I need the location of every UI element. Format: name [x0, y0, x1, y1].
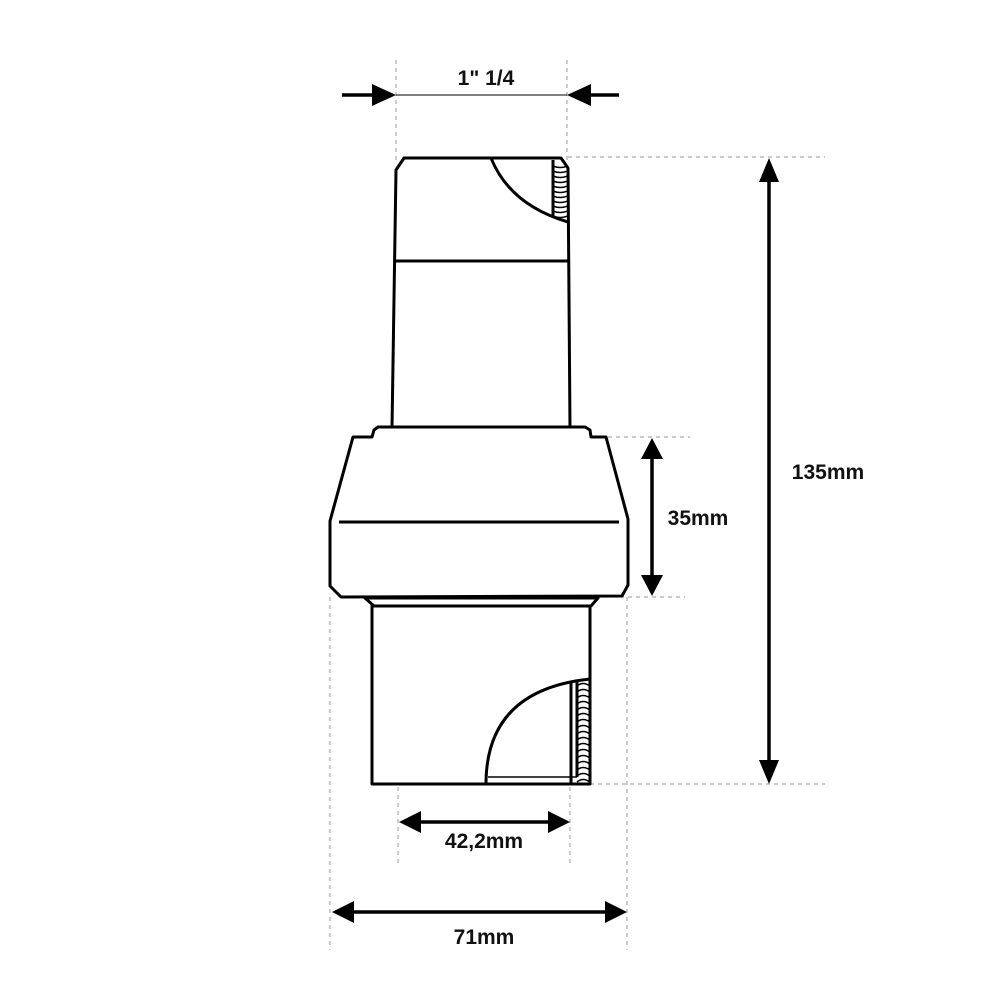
outlet-diameter-label: 42,2mm	[445, 830, 523, 853]
overall-height-label: 135mm	[792, 461, 864, 484]
extension-lines	[329, 60, 825, 950]
dimension-overall-height: 135mm	[759, 158, 864, 784]
body-height-label: 35mm	[668, 507, 729, 530]
upper-nipple	[390, 156, 572, 430]
dimension-body-height: 35mm	[641, 438, 728, 596]
dimension-body-width: 71mm	[332, 901, 627, 949]
lower-socket	[370, 604, 592, 786]
thread-hatching-bottom	[576, 682, 590, 783]
dimension-thread-size: 1" 1/4	[342, 67, 619, 106]
main-body	[328, 425, 630, 608]
thread-size-label: 1" 1/4	[458, 67, 515, 90]
dimension-outlet-diameter: 42,2mm	[399, 811, 570, 853]
thread-hatching-top	[553, 165, 568, 219]
body-width-label: 71mm	[454, 926, 515, 949]
